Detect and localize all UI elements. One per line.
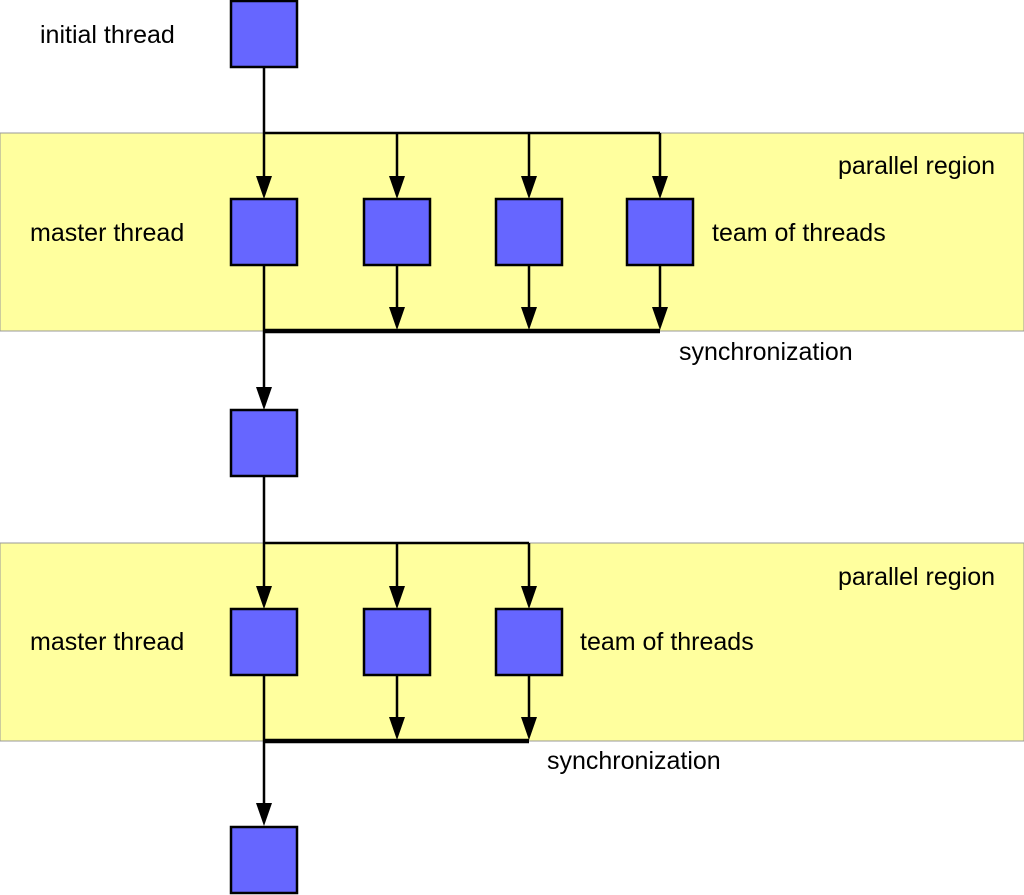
arrowhead: [256, 176, 272, 199]
team-thread-box: [494, 197, 564, 267]
synchronization-label-1: synchronization: [679, 338, 853, 366]
team-thread-box: [494, 607, 564, 677]
arrowhead: [389, 717, 405, 740]
thread-boxes: [229, 0, 695, 895]
team-thread-box: [362, 607, 432, 677]
arrowhead: [389, 176, 405, 199]
arrowheads: [256, 176, 668, 826]
arrowhead: [256, 586, 272, 609]
arrowhead: [521, 307, 537, 330]
synchronization-label-2: synchronization: [547, 747, 721, 775]
arrowhead: [521, 717, 537, 740]
parallel-region-label-2: parallel region: [838, 563, 995, 591]
team-of-threads-label-1: team of threads: [712, 219, 886, 247]
arrowhead: [521, 176, 537, 199]
arrowhead: [521, 586, 537, 609]
initial-thread-box: [229, 0, 299, 69]
master-thread-label-2: master thread: [30, 628, 184, 656]
arrowhead: [256, 387, 272, 410]
team-thread-box: [625, 197, 695, 267]
arrowhead: [652, 176, 668, 199]
arrowhead: [256, 803, 272, 826]
parallel-region-label-1: parallel region: [838, 152, 995, 180]
arrowhead: [652, 307, 668, 330]
arrowhead: [389, 307, 405, 330]
initial-thread-label: initial thread: [40, 21, 175, 49]
master-thread-box-1: [229, 197, 299, 267]
master-thread-label-1: master thread: [30, 219, 184, 247]
final-thread-box: [229, 825, 299, 895]
master-thread-box-2: [229, 607, 299, 677]
team-of-threads-label-2: team of threads: [580, 628, 754, 656]
team-thread-box: [362, 197, 432, 267]
sequential-thread-box: [229, 408, 299, 478]
arrowhead: [389, 586, 405, 609]
